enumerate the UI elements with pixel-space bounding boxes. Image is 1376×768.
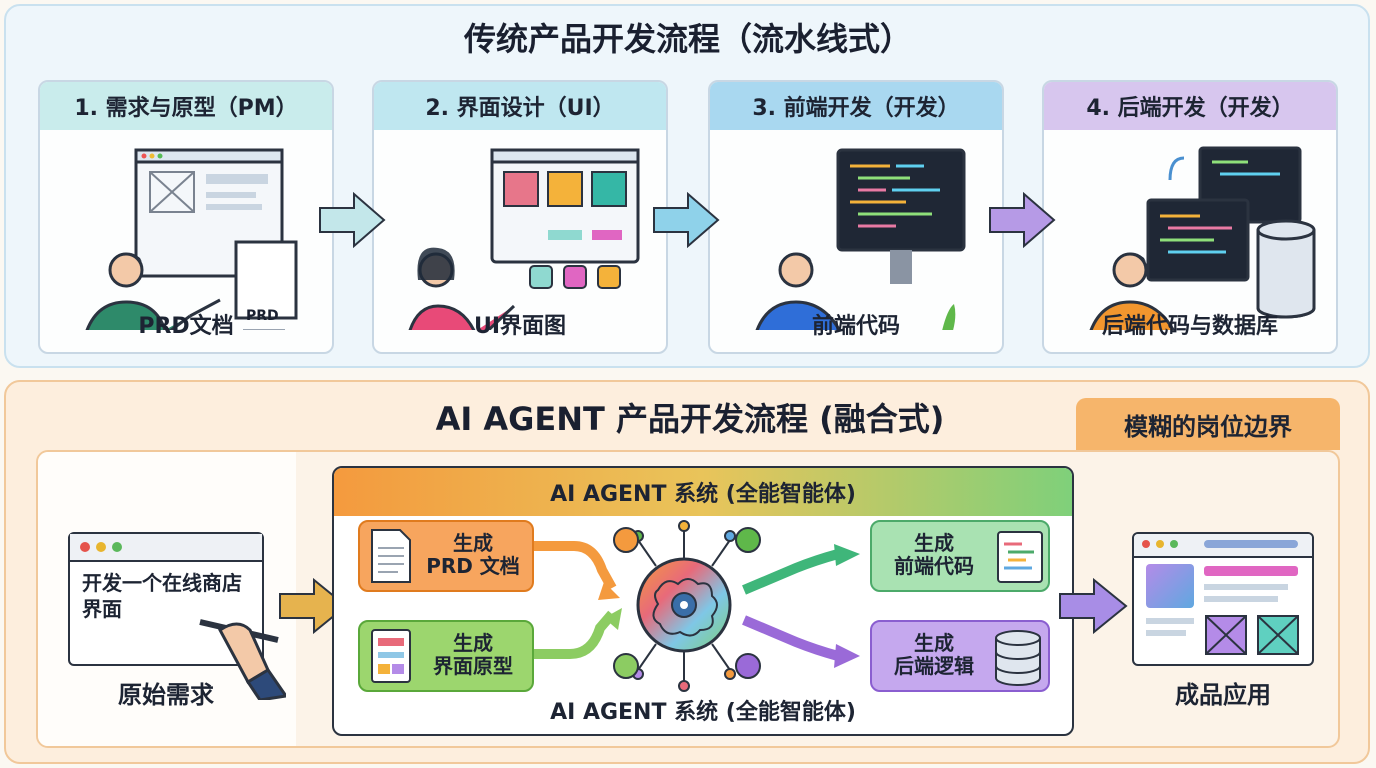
gen-line2: 后端逻辑 xyxy=(894,654,974,678)
step-header: 1. 需求与原型（PM） xyxy=(40,82,332,130)
step-header: 3. 前端开发（开发） xyxy=(710,82,1002,130)
gen-line1: 生成 xyxy=(453,531,493,555)
document-icon xyxy=(371,529,411,583)
gen-line2: 界面原型 xyxy=(433,654,513,678)
ui-illustration xyxy=(408,148,640,330)
step-card-backend: 4. 后端开发（开发） 后端代码与数据库 xyxy=(1042,80,1338,354)
image-placeholder-icons xyxy=(1205,615,1299,655)
requirement-window: 开发一个在线商店界面 xyxy=(68,532,264,666)
gen-line2: PRD 文档 xyxy=(426,554,520,578)
flow-arrow xyxy=(653,192,720,248)
final-app-window xyxy=(1132,532,1314,666)
database-icon xyxy=(995,630,1041,686)
code-window-icon xyxy=(997,531,1043,583)
requirement-text: 开发一个在线商店界面 xyxy=(82,571,242,621)
writing-hand-icon xyxy=(199,619,286,700)
gen-line1: 生成 xyxy=(453,631,493,655)
gen-line1: 生成 xyxy=(914,531,954,555)
prd-doc-label: PRD xyxy=(246,308,279,324)
step-header: 2. 界面设计（UI） xyxy=(374,82,666,130)
flow-arrow xyxy=(1059,578,1128,634)
flow-arrow xyxy=(319,192,386,248)
gen-backend-box: 生成后端逻辑 xyxy=(870,620,1050,692)
agent-title: AI AGENT 产品开发流程 (融合式) xyxy=(435,400,945,438)
gen-line1: 生成 xyxy=(914,631,954,655)
step-output: 前端代码 xyxy=(811,314,900,339)
gen-line2: 前端代码 xyxy=(894,554,974,578)
backend-illustration xyxy=(1089,146,1316,330)
requirement-label: 原始需求 xyxy=(118,681,214,709)
flow-arrow xyxy=(989,192,1056,248)
step-card-ui: 2. 界面设计（UI） UI界面图 xyxy=(372,80,668,354)
step-header: 4. 后端开发（开发） xyxy=(1044,82,1336,130)
traditional-title: 传统产品开发流程（流水线式） xyxy=(463,20,912,58)
step-card-frontend: 3. 前端开发（开发） 前端代码 xyxy=(708,80,1004,354)
step-output: UI界面图 xyxy=(473,314,567,339)
system-footer: AI AGENT 系统 (全能智能体) xyxy=(550,700,856,725)
prototype-icon xyxy=(371,629,411,683)
gen-frontend-box: 生成前端代码 xyxy=(870,520,1050,592)
step-card-pm: 1. 需求与原型（PM） PRD PRD文档 xyxy=(38,80,334,354)
flow-arrow xyxy=(279,578,348,634)
gen-prototype-box: 生成界面原型 xyxy=(358,620,534,692)
system-header: AI AGENT 系统 (全能智能体) xyxy=(334,468,1072,516)
blurred-boundary-badge: 模糊的岗位边界 xyxy=(1076,398,1340,450)
result-label: 成品应用 xyxy=(1175,681,1271,709)
agent-brain-hub xyxy=(534,520,860,692)
step-output: PRD文档 xyxy=(138,314,234,339)
pm-illustration: PRD xyxy=(85,148,298,330)
step-output: 后端代码与数据库 xyxy=(1101,314,1278,339)
frontend-illustration xyxy=(755,148,966,330)
